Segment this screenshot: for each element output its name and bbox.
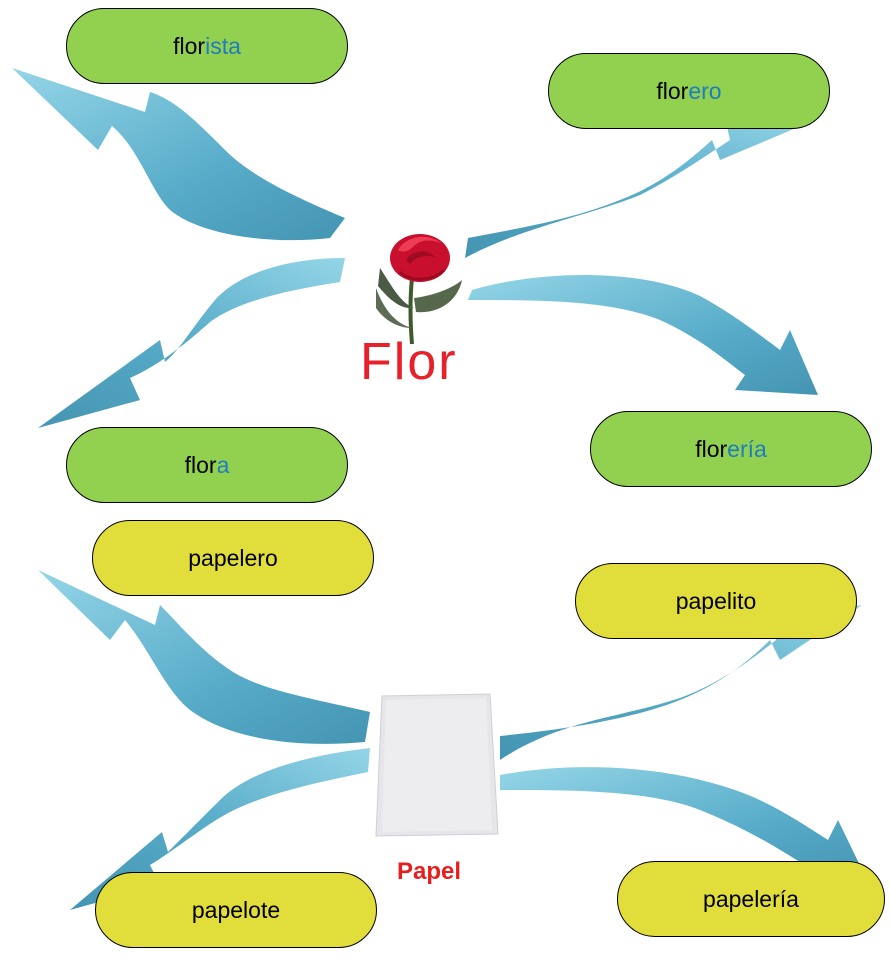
arrow-to-flora xyxy=(38,258,345,428)
flor-title: Flor xyxy=(360,333,458,391)
word-text: papelero xyxy=(188,544,278,571)
word-suffix: ería xyxy=(727,435,767,462)
word-papeleria: papelería xyxy=(617,861,885,937)
word-papelero: papelero xyxy=(92,520,374,596)
word-text: papelería xyxy=(703,885,799,912)
word-suffix: ero xyxy=(688,77,722,104)
word-suffix: ista xyxy=(205,32,241,59)
rose-icon xyxy=(376,234,462,345)
arrow-to-floreria xyxy=(468,274,818,395)
word-suffix: a xyxy=(216,451,230,478)
word-root: flor xyxy=(184,451,217,478)
arrow-to-papelote xyxy=(70,748,370,910)
word-root: flor xyxy=(695,435,728,462)
arrow-to-papelero xyxy=(38,570,370,744)
arrow-to-florero xyxy=(465,118,820,258)
word-root: flor xyxy=(173,32,206,59)
arrow-to-florista xyxy=(12,68,345,241)
paper-sheet-icon xyxy=(375,693,499,837)
word-papelito: papelito xyxy=(575,563,857,639)
word-root: flor xyxy=(656,77,689,104)
word-text: papelote xyxy=(191,896,281,923)
word-papelote: papelote xyxy=(95,872,377,948)
papel-title: Papel xyxy=(397,858,462,885)
word-text: papelito xyxy=(675,587,757,614)
